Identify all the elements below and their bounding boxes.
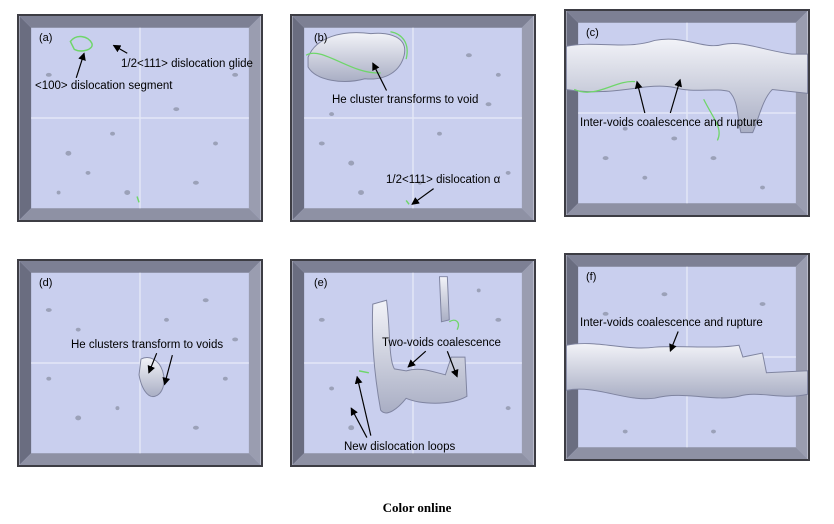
simulation-box-f [566, 255, 808, 459]
panel-label-f: (f) [586, 271, 597, 283]
simulation-box-d [19, 261, 261, 465]
simulation-box-a [19, 16, 261, 220]
panel-f: (f) Inter-voids coalescence and rupture [564, 253, 810, 461]
panel-label-c: (c) [586, 27, 599, 39]
annotation-coalescence-c: Inter-voids coalescence and rupture [580, 117, 763, 129]
simulation-box-b [292, 16, 534, 220]
panel-e: (e) Two-voids coalescence New dislocatio… [290, 259, 536, 467]
panel-a: (a) 1/2<111> dislocation glide <100> dis… [17, 14, 263, 222]
panel-d: (d) He clusters transform to voids [17, 259, 263, 467]
panel-label-a: (a) [39, 32, 53, 44]
annotation-dislocation-segment: <100> dislocation segment [35, 80, 173, 92]
panel-b: (b) He cluster transforms to void 1/2<11… [290, 14, 536, 222]
caption: Color online [382, 500, 452, 515]
annotation-cluster-to-void: He cluster transforms to void [332, 94, 479, 106]
panel-label-d: (d) [39, 277, 53, 289]
annotation-new-loops: New dislocation loops [344, 441, 456, 453]
annotation-two-voids: Two-voids coalescence [382, 337, 501, 349]
annotation-coalescence-f: Inter-voids coalescence and rupture [580, 317, 763, 329]
annotation-dislocation-alpha: 1/2<111> dislocation α [386, 174, 501, 186]
panel-label-b: (b) [314, 32, 328, 44]
simulation-box-e [292, 261, 534, 465]
annotation-clusters-to-voids: He clusters transform to voids [71, 339, 224, 351]
panel-label-e: (e) [314, 277, 328, 289]
annotation-dislocation-glide: 1/2<111> dislocation glide [121, 58, 253, 70]
simulation-box-c [566, 11, 808, 215]
panel-c: (c) Inter-voids coalescence and rupture [564, 9, 810, 217]
